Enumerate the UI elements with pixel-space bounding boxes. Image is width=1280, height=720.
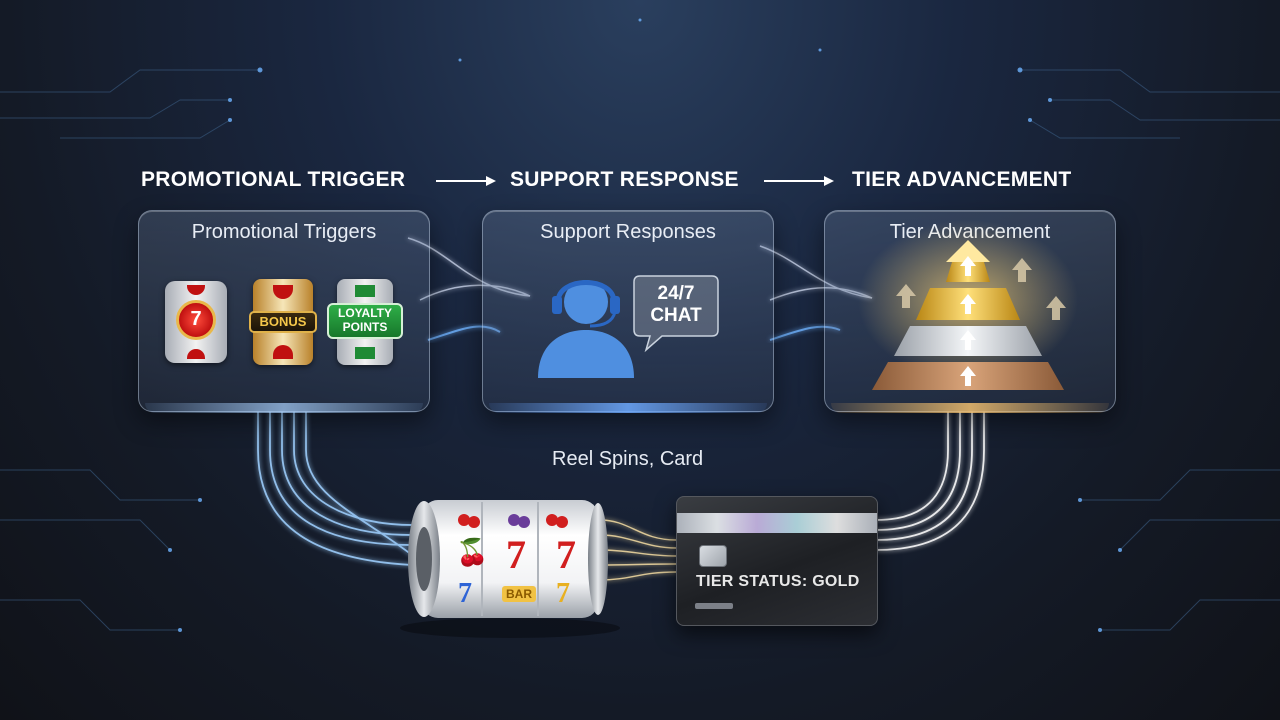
reel-symbol-cherry: 🍒: [456, 537, 489, 567]
reel-middle-row: 🍒 7 7: [452, 532, 596, 577]
chat-line-2: CHAT: [650, 305, 702, 326]
reel-symbol-seven: 7: [458, 578, 472, 609]
loyalty-line-2: POINTS: [342, 320, 388, 334]
reel-symbol-seven: 7: [556, 578, 570, 609]
stage-title-promotional-trigger: PROMOTIONAL TRIGGER: [141, 168, 406, 191]
chat-bubble-text: 24/7 CHAT: [634, 283, 718, 327]
panel-glow-base: [145, 403, 423, 413]
tier-status-card: [676, 496, 878, 626]
loyalty-label: LOYALTY POINTS: [327, 306, 403, 334]
panel-label: Promotional Triggers: [191, 221, 377, 243]
reel-bottom-row: 7 BAR 7: [452, 578, 596, 612]
reel-symbol-seven: 7: [556, 532, 576, 577]
card-chip-icon: [699, 545, 727, 567]
stage-title-support-response: SUPPORT RESPONSE: [510, 168, 739, 191]
stage-title-tier-advancement: TIER ADVANCEMENT: [852, 168, 1072, 191]
seven-label: 7: [190, 308, 202, 330]
chat-line-1: 24/7: [657, 283, 695, 304]
card-number-bar: [695, 603, 733, 609]
loyalty-points-icon: LOYALTY POINTS: [327, 279, 403, 365]
card-hologram-stripe: [677, 513, 877, 533]
panel-label: Support Responses: [540, 221, 716, 243]
reel-symbol-seven: 7: [506, 532, 526, 577]
lucky-seven-icon: 7: [165, 281, 227, 363]
reel-symbol-bar: BAR: [502, 586, 536, 602]
panel-glow-base: [489, 403, 767, 413]
promotional-triggers-panel: Promotional Triggers 7 BONUS LOYALTY POI…: [138, 210, 430, 413]
support-responses-panel: Support Responses: [482, 210, 774, 413]
tier-status-text: TIER STATUS: GOLD: [696, 573, 860, 590]
reel-spins-card-label: Reel Spins, Card: [552, 448, 704, 470]
bonus-label: BONUS: [259, 314, 307, 329]
bonus-icon: BONUS: [249, 279, 317, 365]
panel-glow-base: [831, 403, 1109, 413]
loyalty-line-1: LOYALTY: [337, 306, 392, 320]
